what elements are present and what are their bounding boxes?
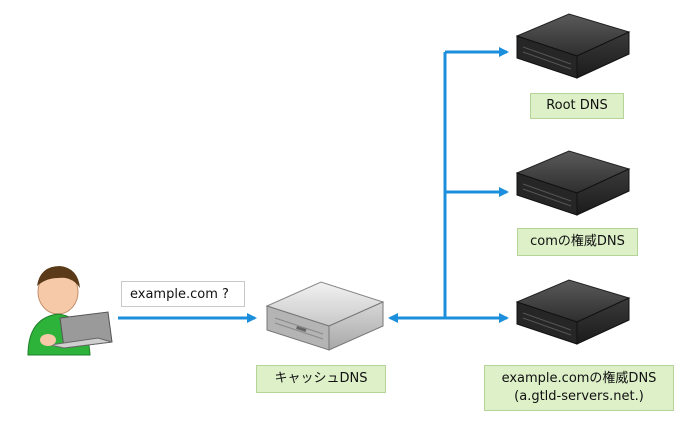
user-laptop-icon xyxy=(27,266,113,356)
root-dns-label-text: Root DNS xyxy=(546,98,608,113)
cache-dns-label: キャッシュDNS xyxy=(256,365,386,393)
root-dns-server-icon xyxy=(515,13,631,79)
cache-dns-server-icon xyxy=(265,281,385,351)
example-auth-dns-label: example.comの権威DNS (a.gtld-servers.net.) xyxy=(484,365,674,411)
query-label: example.com ? xyxy=(121,281,245,307)
example-auth-dns-line2: (a.gtld-servers.net.) xyxy=(514,389,644,404)
example-dns-server-icon xyxy=(515,279,631,345)
cache-dns-label-text: キャッシュDNS xyxy=(274,371,368,386)
com-dns-server-icon xyxy=(515,150,631,216)
com-auth-dns-label-text: comの権威DNS xyxy=(530,234,625,249)
com-auth-dns-label: comの権威DNS xyxy=(517,228,638,256)
arrows xyxy=(118,47,509,323)
root-dns-label: Root DNS xyxy=(530,93,624,119)
example-auth-dns-line1: example.comの権威DNS xyxy=(501,371,657,386)
